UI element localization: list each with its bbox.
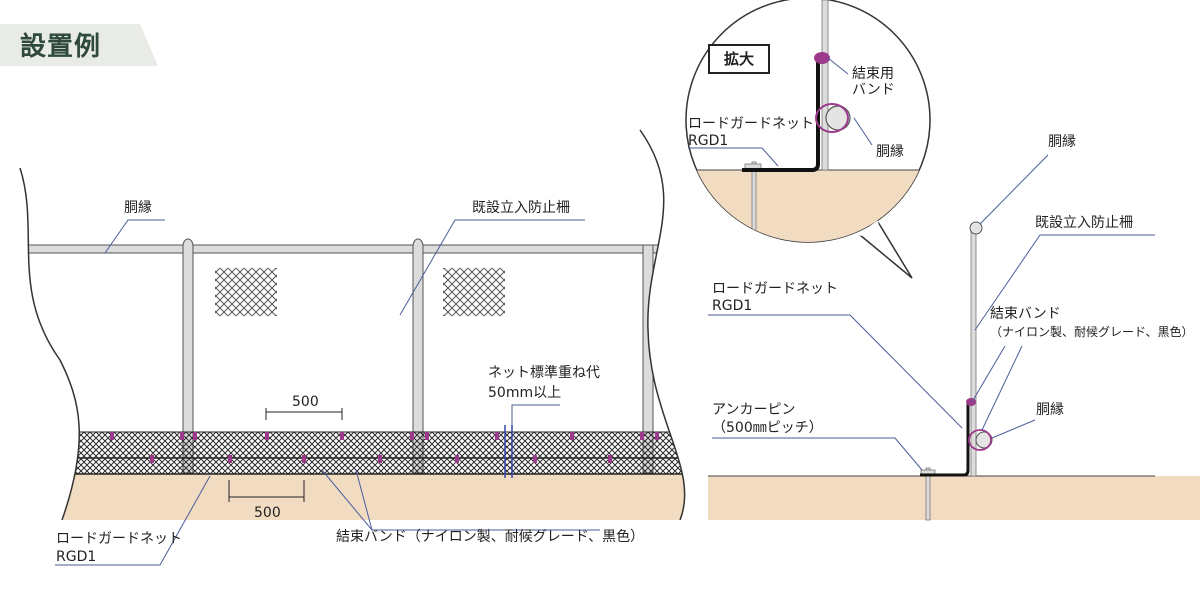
title-background [0, 24, 158, 66]
label-band-zoom-line1: 結束用 [852, 66, 894, 82]
fence-mesh-left [215, 268, 277, 316]
label-band-side-line2: （ナイロン製、耐候グレード、黒色） [990, 325, 1194, 339]
label-net-zoom-line1: ロードガードネット [688, 116, 814, 132]
label-band-zoom-line2: バンド [852, 82, 895, 98]
label-douen-zoom: 胴縁 [876, 144, 904, 160]
label-pin-line2: （500㎜ピッチ） [712, 420, 823, 436]
side-ground [708, 476, 1200, 520]
main-leaders [55, 219, 600, 566]
ground [20, 474, 685, 520]
label-overlap-line2: 50mm以上 [488, 385, 562, 401]
label-net-side-line1: ロードガードネット [712, 281, 838, 297]
dimension-marks [228, 408, 343, 502]
label-douen-main: 胴縁 [124, 200, 152, 216]
label-pin-line1: アンカーピン [712, 402, 796, 418]
label-fence-main: 既設立入防止柵 [472, 200, 570, 216]
page-title: 設置例 [20, 32, 102, 62]
label-douen-side-top: 胴縁 [1048, 134, 1076, 150]
fence-mesh-right [443, 268, 505, 316]
dimension-bottom: 500 [254, 505, 281, 521]
label-band-side-line1: 結束バンド [990, 306, 1061, 322]
label-douen-side-bottom: 胴縁 [1036, 402, 1064, 418]
zoom-title: 拡大 [708, 44, 770, 74]
tie-bands [110, 432, 659, 463]
label-net-main-line2: RGD1 [56, 549, 97, 565]
label-net-main-line1: ロードガードネット [56, 531, 182, 547]
dimension-top: 500 [292, 394, 319, 410]
label-overlap-line1: ネット標準重ね代 [488, 365, 600, 381]
label-net-zoom-line2: RGD1 [688, 133, 729, 149]
road-guard-net [20, 432, 685, 474]
front-view [20, 238, 685, 520]
top-rail [20, 244, 685, 254]
label-net-side-line2: RGD1 [712, 298, 753, 314]
label-fence-side: 既設立入防止柵 [1035, 215, 1133, 231]
side-view [708, 154, 1200, 521]
label-band-main: 結束バンド（ナイロン製、耐候グレード、黒色） [336, 529, 645, 545]
